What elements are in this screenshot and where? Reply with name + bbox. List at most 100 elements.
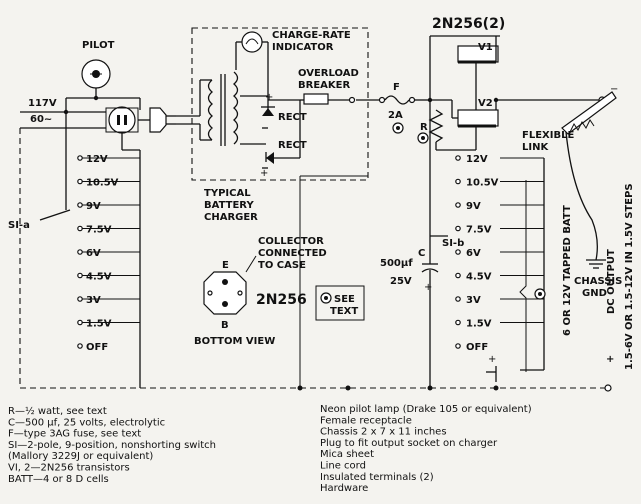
switch-b-label: SI-b (442, 238, 464, 249)
charge-indicator-lamp-icon (241, 31, 263, 53)
capacitor-voltage-label: 25V (390, 276, 412, 287)
parts-left-line-0: R—½ watt, see text (8, 405, 107, 417)
switch-b-contact-4 (455, 249, 461, 255)
capacitor-section: 500μf C 25V + (380, 236, 439, 388)
capacitor-value-label: 500μf (380, 258, 413, 269)
switch-a-position-1: 10.5V (86, 178, 119, 189)
output-section: F 2A 2N256(2) V1 V2 R − (356, 16, 635, 370)
switch-a-position-7: 1.5V (86, 319, 112, 330)
parts-left-line-2: F—type 3AG fuse, see text (8, 429, 141, 440)
switch-a-contact-5 (77, 272, 83, 279)
see-text-box (315, 285, 365, 321)
charge-rate-label: CHARGE-RATE (272, 30, 351, 41)
battery-charger-box: CHARGE-RATE INDICATOR RECT RECT (176, 27, 369, 223)
switch-b-position-1: 10.5V (466, 178, 499, 189)
switch-b-contact-7 (455, 319, 461, 326)
parts-left-line-5: VI, 2—2N256 transistors (8, 463, 130, 474)
switch-a-contact-2 (77, 202, 83, 208)
output-terminal-negative (604, 384, 612, 392)
bottom-rails (19, 128, 612, 392)
typical-label: TYPICAL (204, 188, 251, 199)
switch-a-contact-7 (77, 319, 83, 326)
switch-a-contact-3 (77, 225, 83, 232)
parts-left-line-6: BATT—4 or 8 D cells (8, 474, 109, 485)
svg-text:+: + (606, 354, 614, 365)
switch-a-position-6: 3V (86, 295, 101, 306)
gnd-label: GND (582, 288, 607, 299)
switch-b-contact-6 (455, 296, 461, 302)
pin-e-label: E (222, 260, 229, 271)
pilot-label: PILOT (82, 40, 115, 51)
svg-text:+: + (424, 282, 432, 293)
switch-a-contact-0 (77, 155, 83, 161)
switch-a-contact-1 (77, 178, 83, 185)
transistor-bottom-view: E B COLLECTOR CONNECTED TO CASE 2N256 BO… (194, 236, 365, 347)
switch-a-label: SI-a (8, 220, 30, 231)
switch-b-position-5: 4.5V (466, 272, 492, 283)
female-receptacle-icon (108, 106, 136, 134)
transistor-v2-icon (457, 109, 499, 127)
transformer-secondary-icon (233, 71, 239, 145)
flexible-link (565, 131, 598, 261)
svg-text:+: + (265, 92, 273, 103)
parts-right-line-0: Neon pilot lamp (Drake 105 or equivalent… (320, 404, 532, 415)
switch-b-position-6: 3V (466, 295, 481, 306)
switch-a-position-2: 9V (86, 201, 101, 212)
svg-text:−: − (610, 84, 618, 95)
switch-a-position-3: 7.5V (86, 225, 112, 236)
switch-b-contact-8 (455, 343, 461, 349)
parts-list-right: Neon pilot lamp (Drake 105 or equivalent… (320, 404, 532, 494)
transistor-name: 2N256 (256, 292, 307, 308)
see-label: SEE (334, 294, 355, 305)
plug-icon (149, 107, 167, 133)
dc-output-range-label: 1.5-6V OR 1.5-12V IN 1.5V STEPS (624, 183, 635, 370)
transistor-case-icon (203, 271, 247, 315)
capacitor-c-label: C (418, 248, 425, 259)
dc-output-label: DC OUTPUT (606, 249, 617, 314)
switch-b-contact-2 (455, 202, 461, 208)
switch-b-contact-5 (455, 272, 461, 279)
resistor-icon (428, 109, 444, 143)
mains-voltage-label: 117V (28, 98, 57, 109)
parts-left-line-4: (Mallory 3229J or equivalent) (8, 451, 153, 462)
parts-right-line-3: Plug to fit output socket on charger (320, 438, 498, 449)
collector-label-2: CONNECTED (258, 248, 327, 259)
parts-right-line-2: Chassis 2 x 7 x 11 inches (320, 427, 447, 438)
switch-a-contact-8 (77, 343, 83, 349)
parts-right-line-4: Mica sheet (320, 449, 374, 460)
overload-breaker-icon (303, 93, 329, 105)
pilot-lamp-section: PILOT 117V 60~ (20, 40, 176, 150)
switch-a-position-0: 12V (86, 154, 108, 165)
tapped-battery-label: 6 OR 12V TAPPED BATT (562, 205, 573, 336)
v1-label: V1 (478, 42, 493, 53)
parts-left-line-1: C—500 μf, 25 volts, electrolytic (8, 417, 165, 428)
parts-left-line-3: SI—2-pole, 9-position, nonshorting switc… (8, 440, 216, 451)
switch-a-position-8: OFF (86, 342, 108, 353)
switch-b-position-7: 1.5V (466, 319, 492, 330)
text-label: TEXT (330, 306, 358, 317)
alligator-clip-icon (561, 91, 617, 135)
parts-right-line-1: Female receptacle (320, 415, 412, 426)
switch-b-contact-3 (455, 225, 461, 232)
switch-a-position-5: 4.5V (86, 272, 112, 283)
transistor-title: 2N256(2) (432, 16, 505, 32)
parts-right-line-5: Line cord (320, 461, 366, 472)
fuse-label: F (393, 82, 400, 93)
breaker-label: BREAKER (298, 80, 350, 91)
switch-b-position-3: 7.5V (466, 225, 492, 236)
flexible-label: FLEXIBLE (522, 130, 574, 141)
chassis-label: CHASSIS (574, 276, 622, 287)
switch-b-position-0: 12V (466, 154, 488, 165)
parts-right-line-6: Insulated terminals (2) (320, 472, 434, 483)
switch-b-position-8: OFF (466, 342, 488, 353)
mains-frequency-label: 60~ (30, 114, 52, 125)
collector-label-3: TO CASE (258, 260, 306, 271)
svg-text:+: + (260, 168, 268, 179)
bottom-view-label: BOTTOM VIEW (194, 336, 275, 347)
resistor-label: R (420, 122, 428, 133)
transformer-primary-icon (207, 79, 213, 141)
switch-b-contact-1 (455, 178, 461, 185)
